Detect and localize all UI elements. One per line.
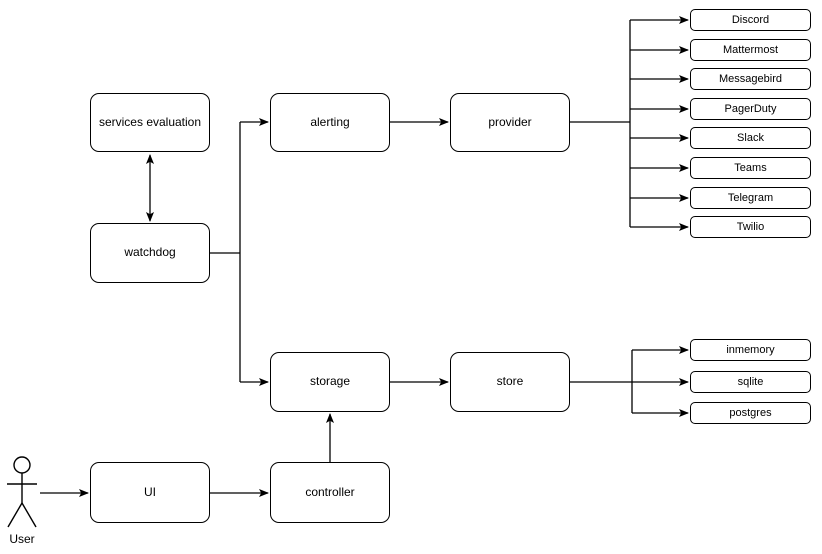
node-provider-telegram[interactable]: Telegram <box>690 187 811 209</box>
node-provider-mattermost[interactable]: Mattermost <box>690 39 811 61</box>
user-actor-figure <box>7 456 37 528</box>
node-store-sqlite[interactable]: sqlite <box>690 371 811 393</box>
node-store-inmemory[interactable]: inmemory <box>690 339 811 361</box>
node-store[interactable]: store <box>450 352 570 412</box>
node-provider-pagerduty[interactable]: PagerDuty <box>690 98 811 120</box>
node-provider[interactable]: provider <box>450 93 570 152</box>
node-provider-teams[interactable]: Teams <box>690 157 811 179</box>
node-ui[interactable]: UI <box>90 462 210 523</box>
node-provider-slack[interactable]: Slack <box>690 127 811 149</box>
user-actor-label: User <box>9 532 35 546</box>
node-provider-messagebird[interactable]: Messagebird <box>690 68 811 90</box>
node-store-postgres[interactable]: postgres <box>690 402 811 424</box>
node-controller[interactable]: controller <box>270 462 390 523</box>
node-watchdog[interactable]: watchdog <box>90 223 210 283</box>
node-provider-discord[interactable]: Discord <box>690 9 811 31</box>
node-provider-twilio[interactable]: Twilio <box>690 216 811 238</box>
node-alerting[interactable]: alerting <box>270 93 390 152</box>
node-services-evaluation[interactable]: services evaluation <box>90 93 210 152</box>
node-storage[interactable]: storage <box>270 352 390 412</box>
